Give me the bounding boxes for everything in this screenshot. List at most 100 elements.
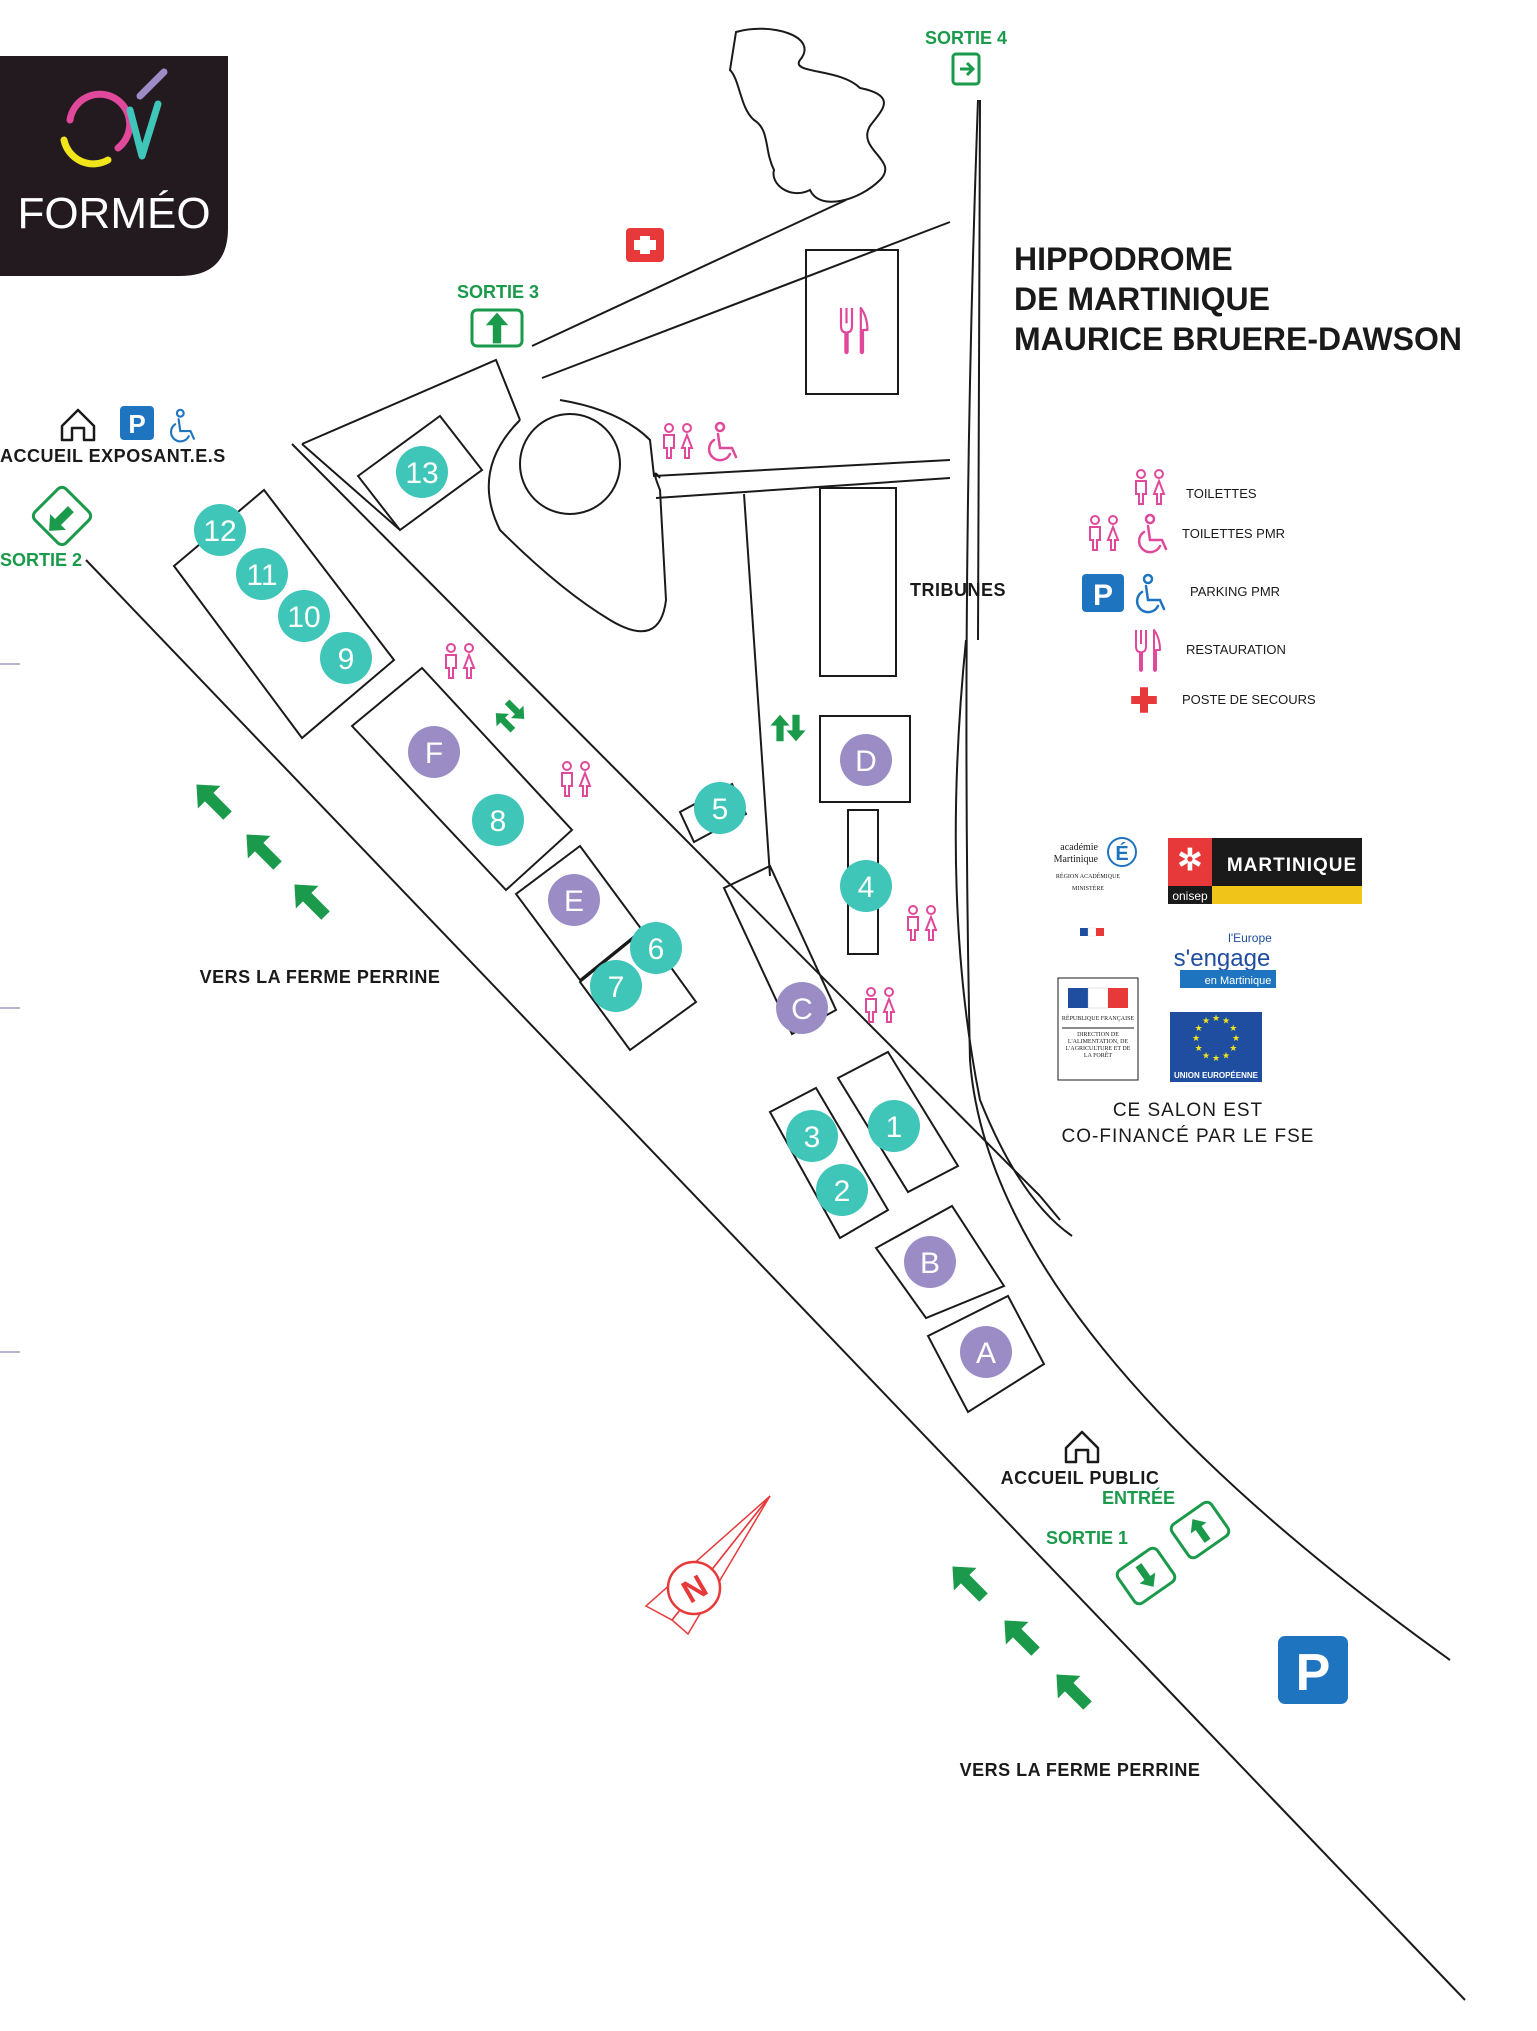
eu-star-icon: ★ [1232,1034,1240,1044]
parking-icon: P [1093,579,1113,612]
sponsors: académie Martinique É RÉGION ACADÉMIQUE … [1054,837,1362,1147]
stand-3[interactable]: 3 [786,1110,838,1162]
stand-C[interactable]: C [776,982,828,1034]
eu-star-icon: ★ [1229,1024,1237,1034]
toilet-icon [865,987,895,1023]
sortie-3-label: SORTIE 3 [457,282,539,302]
title-line-2: DE MARTINIQUE [1014,281,1270,317]
republique-francaise-logo: RÉPUBLIQUE FRANÇAISE DIRECTION DE L'ALIM… [1057,977,1139,1081]
svg-text:en Martinique: en Martinique [1205,975,1272,987]
stands: 13 12 11 10 9 F 8 E 6 7 5 D 4 C 1 3 2 B … [194,446,1012,1378]
sortie-2-label: SORTIE 2 [0,550,82,570]
toilet-icon [1089,515,1119,551]
svg-text:3: 3 [804,1121,821,1154]
svg-text:B: B [920,1247,940,1280]
svg-text:RÉPUBLIQUE FRANÇAISE: RÉPUBLIQUE FRANÇAISE [1062,1014,1135,1022]
exit-sortie-3: SORTIE 3 [457,282,539,348]
svg-text:É: É [1115,842,1128,865]
svg-text:D: D [855,745,877,778]
parking-main: P [1278,1636,1348,1704]
parking-icon: P [1296,1644,1331,1702]
onisep-martinique-logo: ✲ MARTINIQUE onisep [1168,838,1362,904]
legend-parking-pmr: PARKING PMR [1190,584,1280,599]
stand-10[interactable]: 10 [278,590,330,642]
stand-E[interactable]: E [548,874,600,926]
eu-star-icon: ★ [1229,1044,1237,1054]
direction-arrows-left [185,773,337,927]
eu-star-icon: ★ [1202,1017,1210,1027]
stand-7[interactable]: 7 [590,960,642,1012]
wheelchair-icon [1135,573,1166,614]
legend-restauration: RESTAURATION [1186,642,1286,657]
svg-text:11: 11 [246,559,277,592]
stand-9[interactable]: 9 [320,632,372,684]
toilets-pmr-north [663,421,738,462]
entree-label: ENTRÉE [1102,1487,1175,1508]
svg-text:9: 9 [338,643,355,676]
svg-text:E: E [564,885,584,918]
stand-4[interactable]: 4 [840,860,892,912]
title-line-3: MAURICE BRUERE-DAWSON [1014,321,1462,357]
eu-star-icon: ★ [1222,1051,1230,1061]
svg-text:5: 5 [712,793,729,826]
toilet-icon [663,423,693,459]
direction-arrows-bottom [941,1555,1099,1717]
svg-text:10: 10 [287,601,320,634]
accueil-exposants: P ACCUEIL EXPOSANT.E.S [0,406,226,466]
toilet-icon [1135,469,1165,505]
stand-5[interactable]: 5 [694,782,746,834]
first-aid-icon [634,236,656,254]
eu-star-icon: ★ [1212,1054,1220,1064]
house-icon [60,408,96,442]
roads [85,27,1466,2001]
svg-text:UNION EUROPÉENNE: UNION EUROPÉENNE [1174,1071,1259,1080]
stand-13[interactable]: 13 [396,446,448,498]
fse-line-2: CO-FINANCÉ PAR LE FSE [1062,1126,1315,1147]
title-line-1: HIPPODROME [1014,241,1233,277]
svg-text:7: 7 [608,971,625,1004]
svg-text:1: 1 [886,1111,903,1144]
restaurant-icon [1135,629,1161,672]
sortie-1-label: SORTIE 1 [1046,1528,1128,1548]
stand-A[interactable]: A [960,1326,1012,1378]
union-europeenne-logo: ★★★★★★★★★★★★ UNION EUROPÉENNE [1170,1012,1262,1082]
brand-name: FORMÉO [17,189,210,238]
toilet-icon [445,643,475,679]
first-aid-icon [1131,687,1157,713]
sortie-4-label: SORTIE 4 [925,28,1007,48]
svg-text:A: A [976,1337,996,1370]
stand-1[interactable]: 1 [868,1100,920,1152]
stand-F[interactable]: F [408,726,460,778]
stand-D[interactable]: D [840,734,892,786]
svg-text:RÉGION ACADÉMIQUE: RÉGION ACADÉMIQUE [1056,872,1120,880]
svg-text:MARTINIQUE: MARTINIQUE [1227,855,1357,876]
stand-11[interactable]: 11 [236,548,288,600]
stand-B[interactable]: B [904,1236,956,1288]
stand-12[interactable]: 12 [194,504,246,556]
svg-text:2: 2 [834,1175,851,1208]
exit-arrow-icon [960,61,976,77]
svg-text:s'engage: s'engage [1174,945,1271,972]
eu-star-icon: ★ [1212,1014,1220,1024]
legend-toilettes-pmr: TOILETTES PMR [1182,526,1285,541]
svg-text:C: C [791,993,813,1026]
first-aid-point [626,228,664,262]
accueil-public-label: ACCUEIL PUBLIC [1001,1468,1160,1488]
house-icon [1064,1430,1100,1464]
accueil-exposants-label: ACCUEIL EXPOSANT.E.S [0,446,226,466]
parking-icon: P [128,409,145,439]
exit-sortie-2: SORTIE 2 [0,485,93,570]
legend-poste-secours: POSTE DE SECOURS [1182,692,1316,707]
svg-text:4: 4 [858,871,875,904]
stand-8[interactable]: 8 [472,794,524,846]
eu-star-icon: ★ [1202,1051,1210,1061]
svg-text:MINISTÈRE: MINISTÈRE [1072,884,1104,892]
stand-2[interactable]: 2 [816,1164,868,1216]
buildings [172,249,1046,1414]
legend: TOILETTES TOILETTES PMR P PARKING PMR RE… [1082,469,1316,713]
stand-6[interactable]: 6 [630,922,682,974]
eu-star-icon: ★ [1195,1044,1203,1054]
svg-text:Martinique: Martinique [1054,854,1099,865]
legend-toilettes: TOILETTES [1186,486,1257,501]
europe-s-engage-logo: l'Europe s'engage en Martinique [1174,928,1276,990]
